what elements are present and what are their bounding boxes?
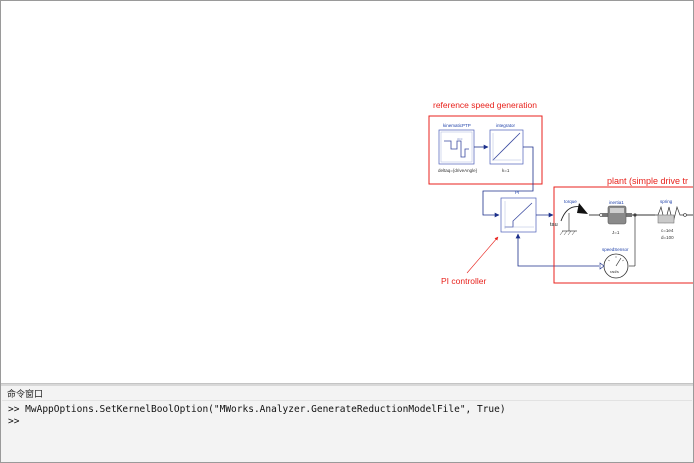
wire-feedback — [515, 233, 599, 267]
ref-group-label: reference speed generation — [433, 100, 537, 110]
speed-sensor-block[interactable]: speedSensor rad/s — [599, 247, 629, 279]
inertia-block[interactable]: inertia1 J=1 — [602, 200, 632, 235]
kinematic-ptp-block[interactable]: kinematicPTP acc deltaq={driveAngle} — [438, 123, 478, 173]
pi-annotation-label: PI controller — [441, 276, 487, 286]
torque-arrow-icon — [577, 203, 588, 214]
command-console[interactable]: >> MwAppOptions.SetKernelBoolOption("MWo… — [2, 400, 692, 462]
pi-annotation-arrow — [466, 236, 499, 274]
inertia-param: J=1 — [612, 230, 620, 235]
integrator-name: integrator — [496, 123, 516, 128]
wire-integrator-pi — [482, 146, 534, 218]
speed-sensor-unit: rad/s — [610, 269, 619, 274]
torque-tau-label: tau — [550, 222, 558, 228]
spring-param-d: d=100 — [661, 235, 674, 240]
kinematic-ptp-param: deltaq={driveAngle} — [438, 168, 478, 173]
command-window: 命令窗口 >> MwAppOptions.SetKernelBoolOption… — [1, 386, 693, 462]
integrator-block[interactable]: integrator k=1 — [489, 123, 524, 173]
inertia-name: inertia1 — [609, 200, 624, 205]
console-line: >> MwAppOptions.SetKernelBoolOption("MWo… — [8, 404, 506, 415]
command-window-title: 命令窗口 — [7, 389, 44, 399]
speed-sensor-name: speedSensor — [602, 247, 629, 252]
integrator-param: k=1 — [502, 168, 510, 173]
svg-text:acc: acc — [457, 137, 463, 141]
plant-group-box — [553, 186, 693, 284]
kinematic-ptp-name: kinematicPTP — [443, 123, 471, 128]
plant-group-label: plant (simple drive tr — [607, 176, 688, 186]
spring-damper-block[interactable]: spring c=1e4 d=100 — [655, 199, 693, 240]
panel-splitter[interactable] — [1, 383, 693, 386]
diagram-svg: reference speed generation kinematicPTP … — [428, 100, 693, 286]
torque-source[interactable]: torque tau — [550, 199, 603, 236]
console-prompt[interactable]: >> — [8, 416, 20, 427]
pi-name: PI — [515, 190, 519, 195]
spring-param-c: c=1e4 — [661, 228, 674, 233]
model-diagram-canvas[interactable]: reference speed generation kinematicPTP … — [1, 1, 693, 383]
spring-name: spring — [660, 199, 673, 204]
torque-name: torque — [564, 199, 577, 204]
ref-group-box — [428, 115, 543, 185]
pi-block[interactable]: PI — [500, 190, 537, 233]
